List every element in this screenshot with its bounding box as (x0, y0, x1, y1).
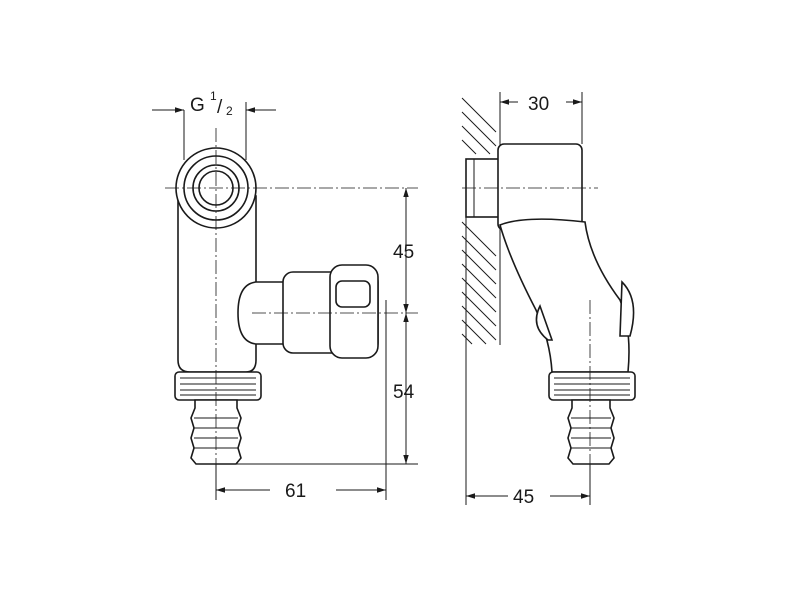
thread-dimension: G 1 / 2 (152, 89, 276, 160)
width-front-label: 61 (285, 481, 306, 502)
depth-bottom-dimension: 45 (465, 217, 591, 508)
height-lower-label: 54 (393, 382, 415, 403)
knurled-ring (174, 371, 262, 401)
cap-knob (329, 264, 379, 359)
depth-top-label: 30 (528, 94, 549, 115)
knurl-lines (180, 377, 256, 396)
side-knurl-lines (554, 377, 630, 396)
side-knurled-ring (548, 371, 636, 401)
thread-label-denominator: 2 (226, 104, 233, 118)
thread-label-slash: / (217, 97, 223, 118)
side-handle (619, 280, 635, 337)
depth-bottom-label: 45 (513, 487, 534, 508)
front-view (165, 128, 418, 480)
side-nozzle-ribs (571, 417, 611, 449)
side-view (461, 92, 636, 480)
rosette (497, 143, 583, 231)
cap-window (335, 280, 371, 308)
thread-label-numerator: 1 (210, 89, 217, 103)
side-hose-nozzle (567, 399, 615, 465)
side-handle-back (535, 303, 554, 341)
depth-top-dimension: 30 (500, 92, 583, 144)
thread-label-prefix: G (190, 95, 205, 116)
side-body (499, 218, 630, 373)
height-upper-label: 45 (393, 242, 414, 263)
height-dimensions: 45 54 (236, 188, 418, 465)
width-dimension: 61 (215, 300, 387, 502)
wall-hatching (461, 97, 497, 345)
